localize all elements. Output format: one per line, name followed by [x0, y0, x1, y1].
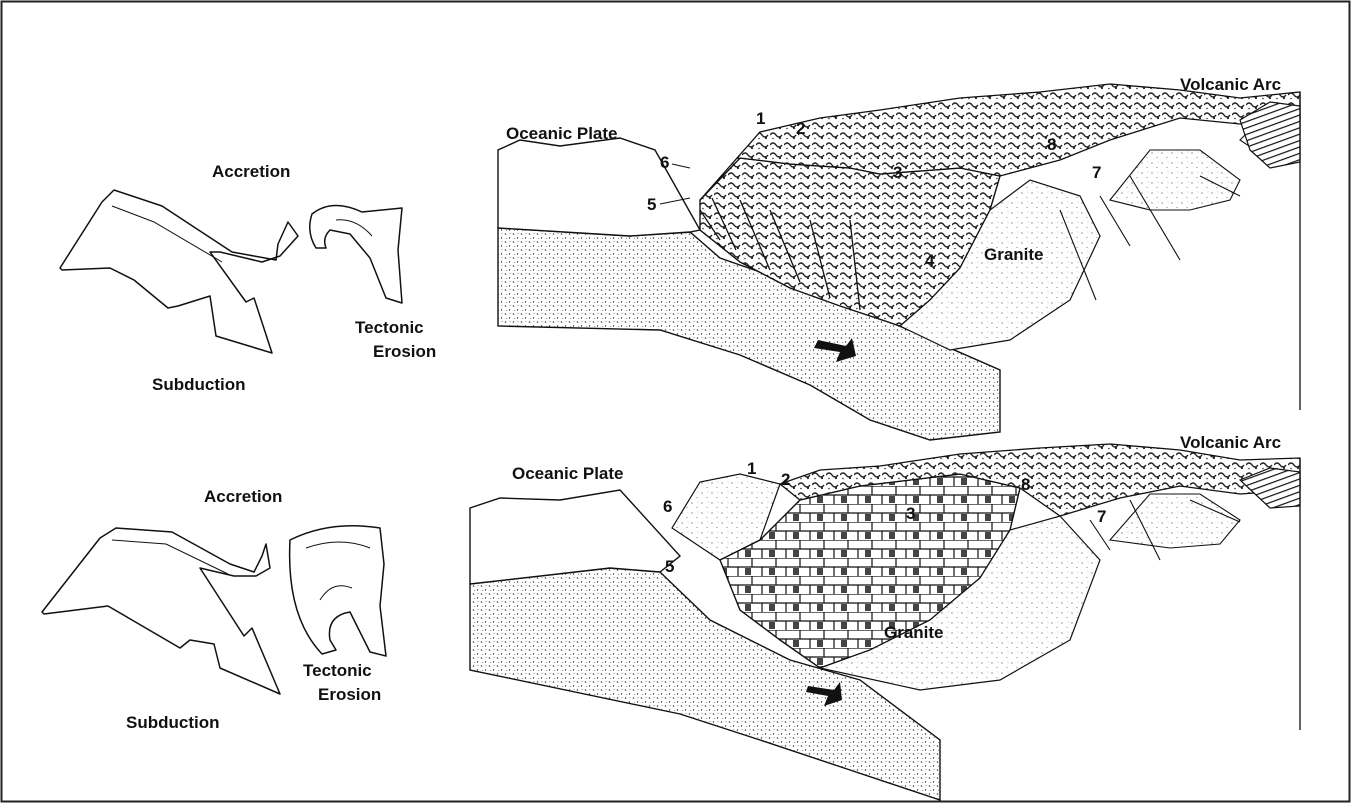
top-marker-6: 6: [660, 153, 669, 172]
bottom-marker-6: 6: [663, 497, 672, 516]
top-marker-1: 1: [756, 109, 765, 128]
bottom-volcanic-arc-label: Volcanic Arc: [1180, 433, 1281, 452]
top-granite-label: Granite: [984, 245, 1044, 264]
top-erosion-label-line1: Tectonic: [355, 318, 424, 337]
bottom-arc-plutons: [1110, 494, 1240, 548]
top-marker-3: 3: [893, 163, 902, 182]
top-subduction-arrow: [60, 190, 298, 353]
bottom-erosion-label-line2: Erosion: [318, 685, 381, 704]
top-volcanic-arc-label: Volcanic Arc: [1180, 75, 1281, 94]
top-oceanic-plate-label: Oceanic Plate: [506, 124, 618, 143]
top-marker-4: 4: [925, 251, 935, 270]
bottom-marker-1: 1: [747, 459, 756, 478]
bottom-erosion-arrow: [290, 526, 386, 656]
top-erosion-label-line2: Erosion: [373, 342, 436, 361]
bottom-accretion-label: Accretion: [204, 487, 282, 506]
bottom-erosion-label-line1: Tectonic: [303, 661, 372, 680]
bottom-marker-2: 2: [781, 470, 790, 489]
bottom-marker-7: 7: [1097, 507, 1106, 526]
top-marker-7: 7: [1092, 163, 1101, 182]
bottom-block-diagram: [470, 444, 1300, 800]
top-subduction-label: Subduction: [152, 375, 245, 394]
bottom-marker-3: 3: [906, 504, 915, 523]
bottom-subduction-label: Subduction: [126, 713, 219, 732]
top-block-diagram: [498, 84, 1300, 440]
top-marker-8: 8: [1047, 135, 1056, 154]
top-process-arrows: [60, 190, 402, 353]
bottom-marker-5: 5: [665, 557, 674, 576]
top-accretion-label: Accretion: [212, 162, 290, 181]
bottom-marker-8: 8: [1021, 475, 1030, 494]
top-oceanic-crust: [498, 138, 700, 236]
bottom-granite-label: Granite: [884, 623, 944, 642]
top-marker-5: 5: [647, 195, 656, 214]
bottom-oceanic-crust: [470, 490, 680, 584]
bottom-subduction-arrow: [42, 528, 280, 694]
top-erosion-arrow: [310, 205, 402, 303]
bottom-oceanic-plate-label: Oceanic Plate: [512, 464, 624, 483]
top-marker-2: 2: [796, 119, 805, 138]
